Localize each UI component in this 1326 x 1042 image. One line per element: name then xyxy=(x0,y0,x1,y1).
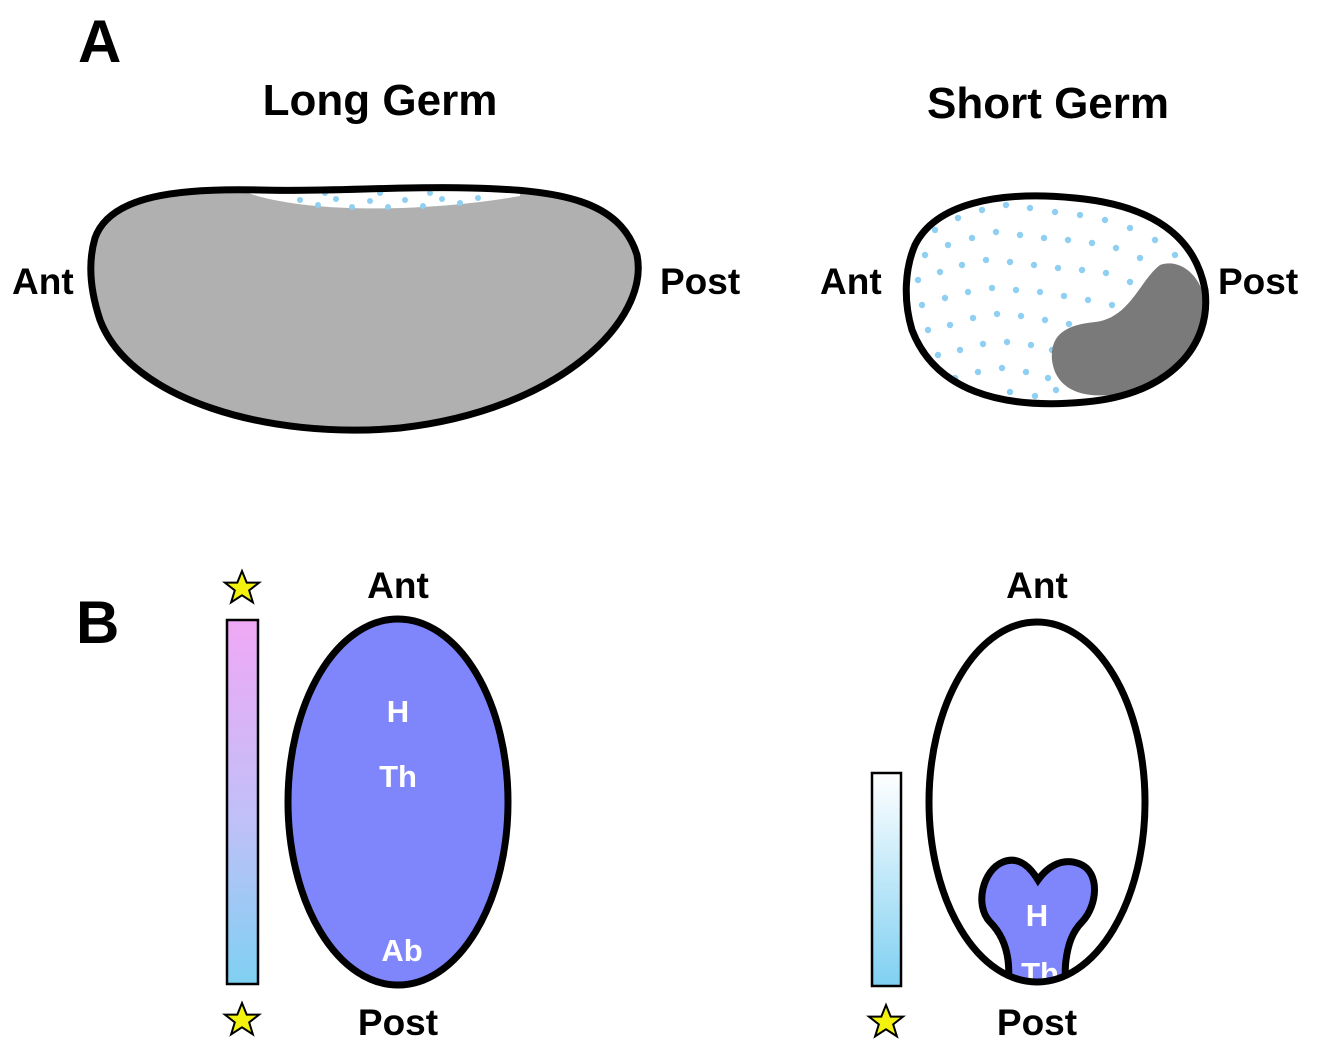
segment-thorax-label: Th xyxy=(379,759,417,794)
panel-b-label: B xyxy=(76,589,119,656)
segment-head-label: H xyxy=(387,694,409,729)
long-germ-b-ant-label: Ant xyxy=(367,565,429,606)
star-icon xyxy=(225,571,259,602)
long-germ-title: Long Germ xyxy=(263,76,498,125)
short-germ-ant-label: Ant xyxy=(820,261,882,302)
gradient-bar-long xyxy=(227,620,258,984)
short-germ-post-label: Post xyxy=(1218,261,1298,302)
short-germ-embryo-a xyxy=(900,185,1220,415)
long-germ-b-post-label: Post xyxy=(358,1002,438,1042)
long-germ-post-label: Post xyxy=(660,261,740,302)
segment-abdomen-label: Ab xyxy=(381,933,422,968)
long-germ-embryo-a xyxy=(80,180,660,440)
long-germ-embryo-b: H Th Ab xyxy=(288,619,508,985)
short-germ-b-post-label: Post xyxy=(997,1002,1077,1042)
short-germ-title: Short Germ xyxy=(927,79,1169,128)
long-germ-ant-label: Ant xyxy=(12,261,74,302)
short-germ-b-ant-label: Ant xyxy=(1006,565,1068,606)
segment-thorax-label: Th xyxy=(1021,956,1059,991)
segment-head-label: H xyxy=(1026,898,1048,933)
gradient-bar-short xyxy=(872,773,901,986)
panel-a-label: A xyxy=(78,8,121,75)
star-icon xyxy=(225,1003,259,1034)
short-germ-embryo-b: H Th xyxy=(929,622,1145,1000)
star-icon xyxy=(869,1005,903,1036)
